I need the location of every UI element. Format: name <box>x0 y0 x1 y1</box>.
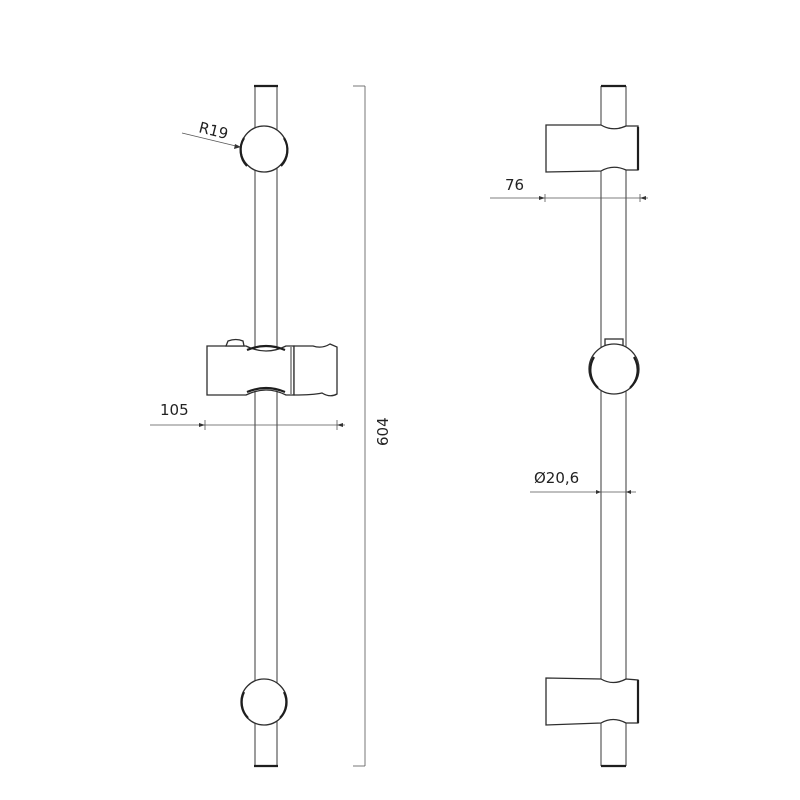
bottom-bracket-circle <box>240 678 288 726</box>
side-top-bracket <box>545 124 640 173</box>
side-slider <box>588 338 640 395</box>
top-bracket-circle <box>240 125 288 173</box>
diameter-label: Ø20,6 <box>534 469 579 487</box>
bottom-bracket-shade <box>240 691 249 719</box>
slider <box>206 338 338 397</box>
bracket-depth-label: 76 <box>505 176 524 194</box>
radius-label: R19 <box>197 118 230 143</box>
front-view: R19 105 604 <box>150 84 392 768</box>
bottom-bracket-shade-right <box>279 691 288 719</box>
height-label: 604 <box>374 417 392 446</box>
r19-leader <box>181 132 241 148</box>
top-bracket-shade <box>239 137 248 167</box>
top-bracket-shade-right <box>280 137 289 167</box>
side-bottom-bracket <box>545 677 640 726</box>
slider-depth-label: 105 <box>160 401 189 419</box>
side-view: 76 Ø20,6 <box>490 84 648 768</box>
slider-button <box>225 338 245 347</box>
